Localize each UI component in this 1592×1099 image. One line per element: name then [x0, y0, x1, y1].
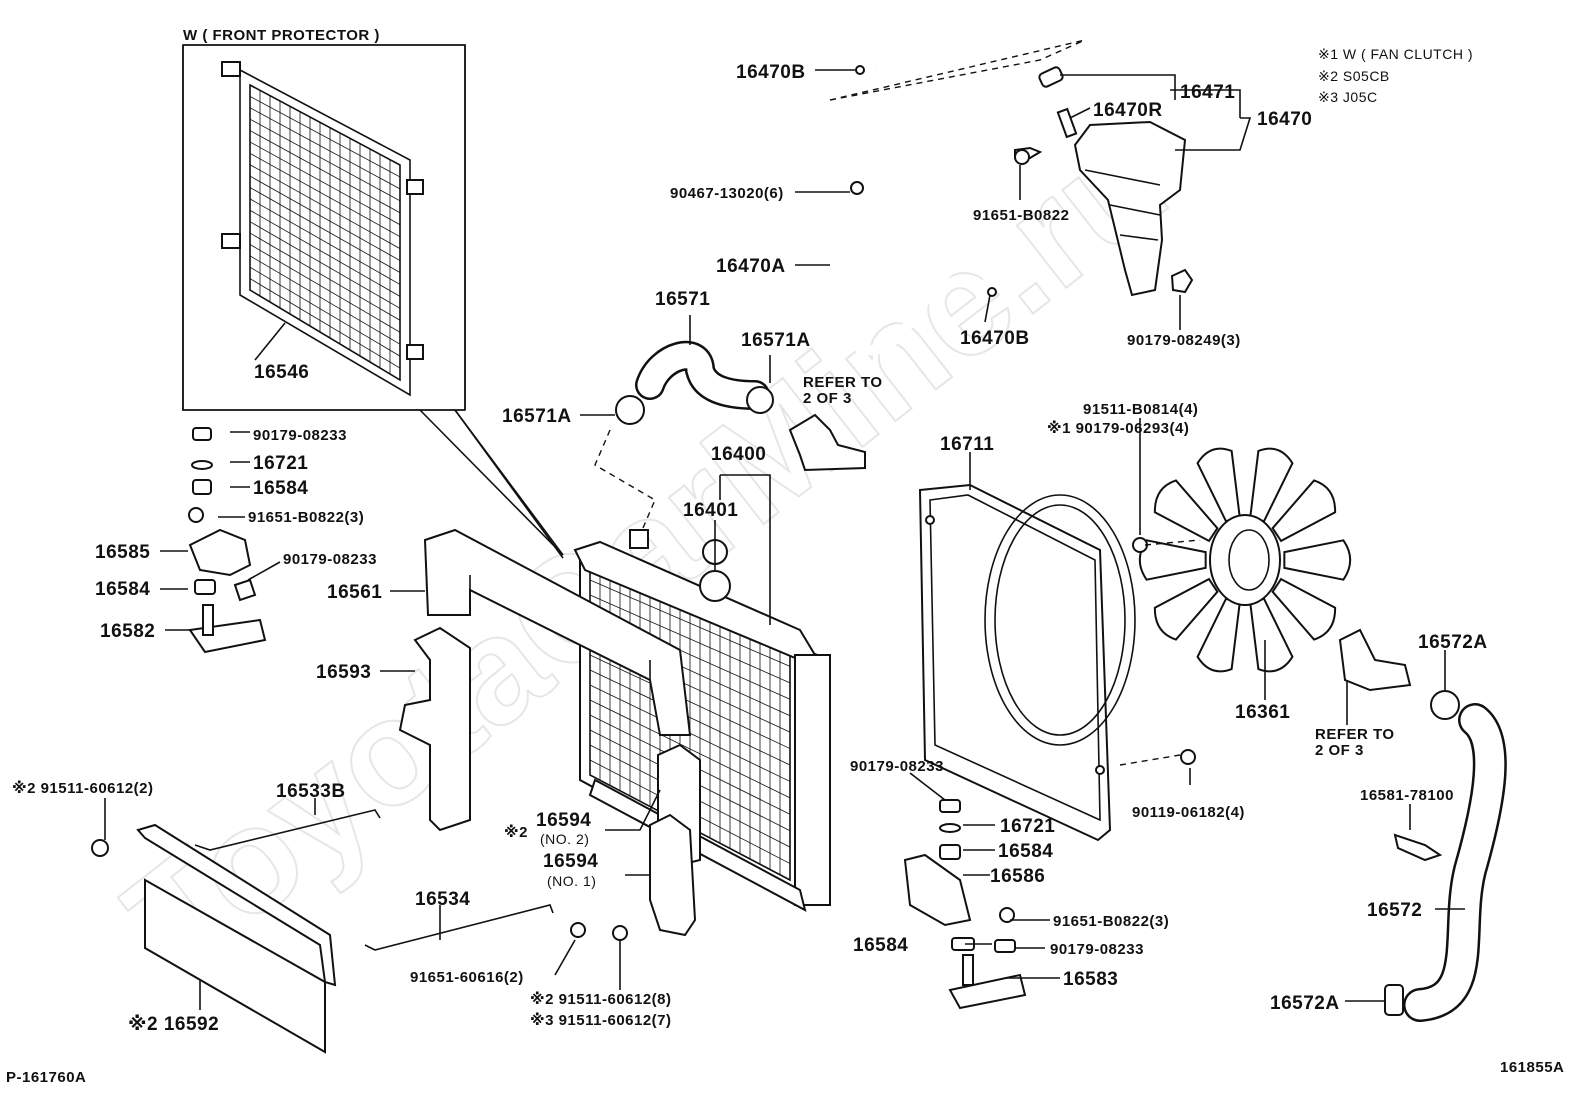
- label-90179-08233-a: 90179-08233: [253, 427, 347, 444]
- front-protector-inset: W ( FRONT PROTECTOR ) 16546: [182, 27, 564, 559]
- side-plate-16594: [649, 743, 701, 937]
- label-16593: 16593: [316, 662, 371, 683]
- fan-blade: [1249, 597, 1294, 673]
- lower-seal-16592: [136, 823, 337, 1054]
- label-16581-78100: 16581-78100: [1360, 787, 1454, 804]
- label-16572: 16572: [1367, 900, 1422, 921]
- label-16585: 16585: [95, 542, 150, 563]
- label-16571A-left: 16571A: [502, 406, 572, 427]
- label-91651-60616: 91651-60616(2): [410, 969, 524, 986]
- label-16583: 16583: [1063, 969, 1118, 990]
- label-90467-13020: 90467-13020(6): [670, 185, 784, 202]
- upper-shroud-16561: [423, 528, 692, 736]
- label-16400: 16400: [711, 444, 766, 465]
- left-mount-bracket: [188, 427, 267, 654]
- label-16470: 16470: [1257, 109, 1312, 130]
- label-91651-B0822: 91651-B0822: [973, 207, 1069, 224]
- fan-blade: [1153, 479, 1219, 543]
- label-16572A-top: 16572A: [1418, 632, 1488, 653]
- label-16561: 16561: [327, 582, 382, 603]
- fan-blade: [1153, 577, 1219, 641]
- label-16584-b: 16584: [95, 579, 150, 600]
- radiator-core: [573, 529, 831, 912]
- legend-line-1: ※1 W ( FAN CLUTCH ): [1318, 46, 1473, 62]
- reservoir-hose-assembly: [829, 39, 1086, 356]
- label-16571: 16571: [655, 289, 710, 310]
- lower-radiator-hose: [1384, 690, 1507, 1022]
- label-16470R: 16470R: [1093, 100, 1163, 121]
- fan-16361: [1138, 447, 1352, 673]
- rods: [194, 809, 554, 951]
- fan-blade: [1196, 447, 1241, 523]
- label-91651-B0822-3a: 91651-B0822(3): [248, 509, 364, 526]
- label-16594-no1: 16594: [543, 851, 598, 872]
- label-90179-08233-d: 90179-08233: [1050, 941, 1144, 958]
- label-91511-60612-7: ※3 91511-60612(7): [530, 1011, 672, 1029]
- label-16361: 16361: [1235, 702, 1290, 723]
- label-16594-no1-sub: (NO. 1): [547, 873, 596, 889]
- legend: ※1 W ( FAN CLUTCH ) ※2 S05CB ※3 J05C: [1318, 46, 1473, 105]
- label-16582: 16582: [100, 621, 155, 642]
- label-16584-a: 16584: [253, 478, 308, 499]
- code-bottom-left: P-161760A: [6, 1069, 86, 1086]
- label-16584-d: 16584: [853, 935, 908, 956]
- label-16594-no2: 16594: [536, 810, 591, 831]
- refer-right-line-2: 2 OF 3: [1315, 742, 1364, 759]
- label-16471: 16471: [1180, 82, 1235, 103]
- label-90179-08233-c: 90179-08233: [850, 758, 944, 775]
- bolts: [91, 149, 1201, 941]
- part-labels: 16470B 90467-13020(6) 16470A 16470B 1647…: [12, 62, 1488, 1035]
- water-outlet-left: REFER TO 2 OF 3: [788, 374, 883, 472]
- label-91511-60612-2: ※2 91511-60612(2): [12, 779, 154, 797]
- label-16401: 16401: [683, 500, 738, 521]
- label-16470B-bottom: 16470B: [960, 328, 1030, 349]
- fan-blade: [1271, 479, 1337, 543]
- label-16592: ※2 16592: [128, 1014, 219, 1035]
- fan-blade: [1138, 539, 1207, 581]
- fan-hub-inner: [1228, 529, 1270, 591]
- label-16711: 16711: [940, 434, 994, 455]
- leader-lines: [104, 69, 1465, 1010]
- label-91651-B0822-3b: 91651-B0822(3): [1053, 913, 1169, 930]
- legend-line-2: ※2 S05CB: [1318, 68, 1390, 84]
- legend-line-3: ※3 J05C: [1318, 89, 1378, 105]
- water-outlet-right: REFER TO 2 OF 3: [1315, 628, 1412, 759]
- label-16533B: 16533B: [276, 781, 346, 802]
- label-16594-no2-sub: (NO. 2): [540, 831, 589, 847]
- label-90179-06293: ※1 90179-06293(4): [1047, 419, 1189, 437]
- fan-shroud-16711: [918, 483, 1136, 842]
- label-16534: 16534: [415, 889, 470, 910]
- upper-radiator-hose: [594, 340, 774, 536]
- label-16572A-bottom: 16572A: [1270, 993, 1340, 1014]
- label-91511-60612-8: ※2 91511-60612(8): [530, 990, 672, 1008]
- fan-blade: [1283, 539, 1352, 581]
- label-16584-c: 16584: [998, 841, 1053, 862]
- inset-title: W ( FRONT PROTECTOR ): [183, 27, 380, 44]
- fan-blade: [1249, 447, 1294, 523]
- label-90119-06182: 90119-06182(4): [1132, 804, 1245, 821]
- label-16546: 16546: [254, 362, 309, 383]
- right-mount-bracket: [903, 799, 1027, 1010]
- label-16586: 16586: [990, 866, 1045, 887]
- label-16594-no2-prefix: ※2: [504, 823, 528, 841]
- fan-blade: [1196, 597, 1241, 673]
- side-seal-16593: [398, 626, 471, 832]
- refer-left-line-2: 2 OF 3: [803, 390, 852, 407]
- refer-left-line-1: REFER TO: [803, 374, 883, 391]
- refer-right-line-1: REFER TO: [1315, 726, 1395, 743]
- label-16721-a: 16721: [253, 453, 308, 474]
- label-16571A-right: 16571A: [741, 330, 811, 351]
- code-bottom-right: 161855A: [1500, 1059, 1564, 1076]
- label-16721-b: 16721: [1000, 816, 1055, 837]
- label-16470A: 16470A: [716, 256, 786, 277]
- label-90179-08249: 90179-08249(3): [1127, 332, 1241, 349]
- label-90179-08233-b: 90179-08233: [283, 551, 377, 568]
- label-16470B-top: 16470B: [736, 62, 806, 83]
- front-protector-mesh: [221, 61, 424, 397]
- fan-blade: [1271, 577, 1337, 641]
- label-91511-B0814: 91511-B0814(4): [1083, 401, 1198, 418]
